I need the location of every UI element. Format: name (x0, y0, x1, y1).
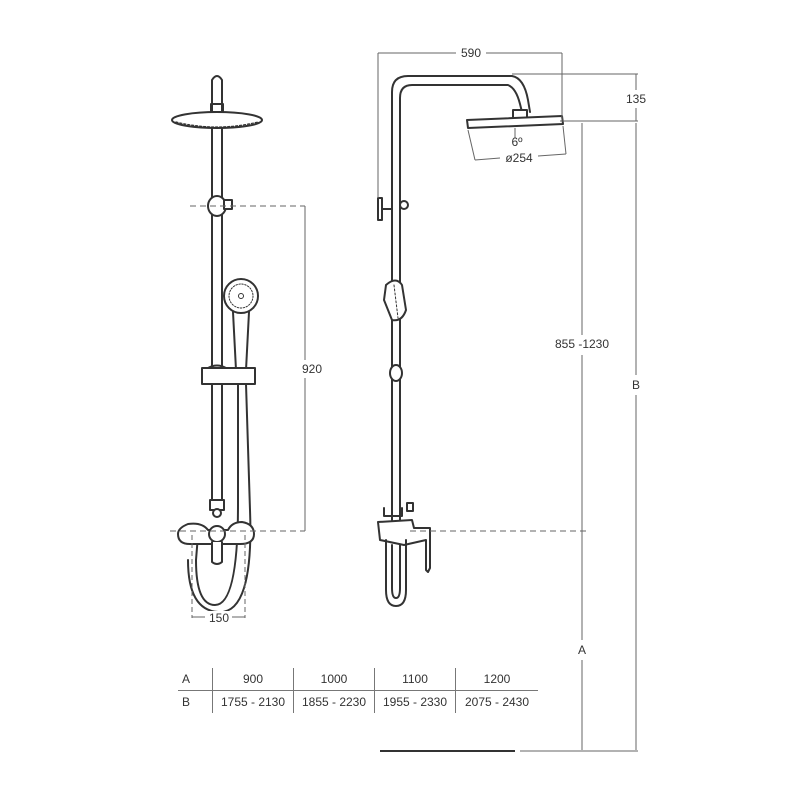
dim-135-label: 135 (623, 92, 649, 106)
cell-a-4: 1200 (455, 668, 538, 691)
front-view (171, 75, 263, 614)
cell-a-3: 1100 (374, 668, 456, 691)
head-diameter-label: ø254 (503, 151, 535, 165)
dimension-table: A 900 1000 1100 1200 B 1755 - 2130 1855 … (178, 668, 538, 713)
side-view (377, 75, 564, 607)
cell-b-3: 1955 - 2330 (374, 690, 456, 713)
dim-590-label: 590 (458, 46, 484, 60)
row-label-a: A (178, 668, 213, 691)
table-row-b: B 1755 - 2130 1855 - 2230 1955 - 2330 20… (178, 690, 538, 713)
dim-855-1230-label: 855 -1230 (552, 337, 612, 351)
row-label-b: B (182, 695, 191, 709)
dim-150-label: 150 (206, 611, 232, 625)
tilt-angle-label: 6º (511, 135, 523, 149)
cell-b-4: 2075 - 2430 (455, 690, 538, 713)
cell-a-2: 1000 (293, 668, 375, 691)
dim-920-label: 920 (299, 362, 325, 376)
cell-b-2: 1855 - 2230 (293, 690, 375, 713)
cell-b-1: 1755 - 2130 (212, 690, 294, 713)
dim-a-label: A (575, 643, 589, 657)
table-row-a: A 900 1000 1100 1200 (178, 668, 538, 691)
dim-b-label: B (629, 378, 643, 392)
cell-a-1: 900 (212, 668, 294, 691)
